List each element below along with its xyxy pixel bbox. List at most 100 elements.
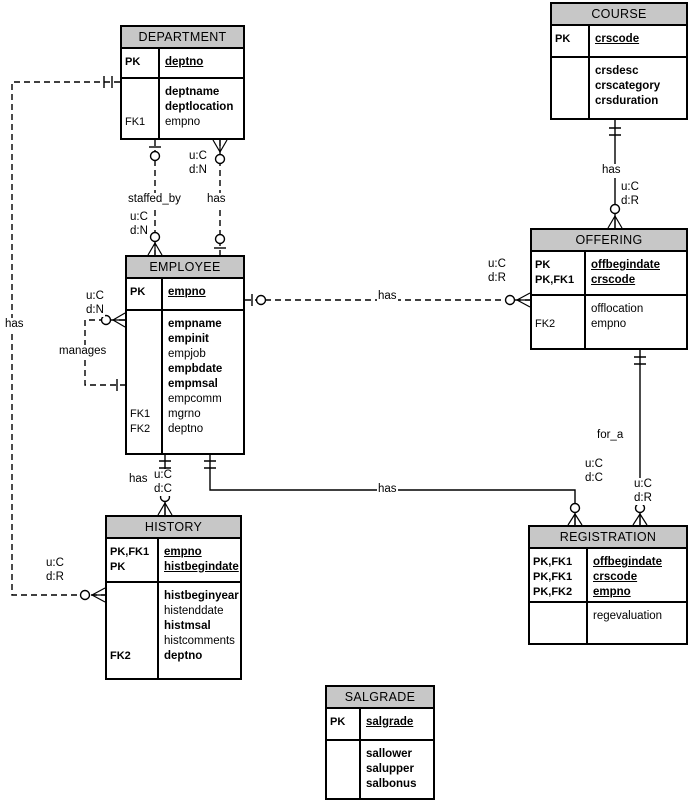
entity-title-course: COURSE: [552, 4, 686, 26]
attributes-section: regevaluation: [530, 603, 686, 643]
attribute-name: crscode: [595, 33, 640, 45]
attribute-name: deptno: [168, 423, 204, 435]
attribute-name: empbdate: [168, 363, 223, 375]
attribute-row-histenddate: histenddate: [107, 604, 240, 619]
attribute-name: mgrno: [168, 408, 201, 420]
relationship-label-staffed-by: staffed_by: [127, 193, 182, 207]
attribute-row-empbdate: empbdate: [127, 362, 243, 377]
attribute-row-deptname: deptname: [122, 85, 243, 100]
key-label: FK1: [130, 408, 151, 420]
attribute-name: offbegindate: [591, 259, 660, 271]
relationship-label-has-emp-history: has: [128, 473, 149, 487]
attribute-row-histcomments: histcomments: [107, 634, 240, 649]
attribute-name: histbegindate: [164, 561, 239, 573]
attribute-name: empinit: [168, 333, 209, 345]
relationship-label-has-dept-boss: has: [206, 193, 227, 207]
key-label: PK: [535, 259, 551, 271]
attribute-name: salgrade: [366, 716, 414, 728]
attribute-name: crsdesc: [595, 65, 639, 77]
attribute-row-salbonus: salbonus: [327, 777, 433, 792]
attribute-name: crscode: [591, 274, 636, 286]
entity-title-offering: OFFERING: [532, 230, 686, 252]
attribute-name: crsduration: [595, 95, 659, 107]
attribute-name: crscategory: [595, 80, 661, 92]
relationship-label-has-emp-registration: has: [377, 483, 398, 497]
key-column-divider: [161, 279, 163, 453]
key-label: PK,FK1: [533, 556, 573, 568]
key-column-divider: [157, 539, 159, 678]
attribute-row-empinit: empinit: [127, 332, 243, 347]
attribute-name: salupper: [366, 763, 414, 775]
attribute-name: empno: [593, 586, 631, 598]
attribute-name: histmsal: [164, 620, 211, 632]
key-label: FK2: [535, 318, 556, 330]
attribute-row-salgrade: PK salgrade: [327, 715, 433, 730]
attribute-name: empjob: [168, 348, 206, 360]
attributes-section: sallower salupper salbonus: [327, 741, 433, 798]
attribute-row-crsdesc: crsdesc: [552, 64, 686, 79]
attribute-name: deptno: [165, 56, 204, 68]
entity-title-history: HISTORY: [107, 517, 240, 539]
attribute-name: salbonus: [366, 778, 417, 790]
relationship-label-ucdn-staffed-by: u:C d:N: [129, 211, 149, 238]
relationship-label-has-course-offering: has: [601, 164, 622, 178]
key-label: PK,FK2: [533, 586, 573, 598]
relationship-label-ucdr-course-offering: u:C d:R: [620, 181, 640, 208]
attribute-row-empno: FK2 empno: [532, 317, 686, 332]
attribute-name: histcomments: [164, 635, 235, 647]
key-label: PK: [130, 286, 146, 298]
attribute-row-empno: PK,FK2 empno: [530, 585, 686, 600]
attribute-name: empmsal: [168, 378, 218, 390]
attributes-section: crsdesc crscategory crsduration: [552, 58, 686, 118]
key-label: PK,FK1: [533, 571, 573, 583]
attribute-name: offlocation: [591, 303, 644, 315]
entity-title-department: DEPARTMENT: [122, 27, 243, 49]
key-label: PK: [125, 56, 141, 68]
attribute-row-deptno: PK deptno: [122, 55, 243, 70]
attribute-name: sallower: [366, 748, 413, 760]
relationship-department-has-boss-line: [212, 139, 228, 255]
relationship-label-ucdn-manages: u:C d:N: [85, 290, 105, 317]
attribute-name: empno: [165, 116, 201, 128]
attribute-name: empname: [168, 318, 222, 330]
attribute-name: empno: [591, 318, 627, 330]
attribute-name: histbeginyear: [164, 590, 239, 602]
attribute-row-empname: empname: [127, 317, 243, 332]
relationship-label-ucdr-offering-registration: u:C d:R: [633, 478, 653, 505]
attribute-row-empno: FK1 empno: [122, 115, 243, 130]
relationship-label-ucdc-emp-registration: u:C d:C: [584, 458, 604, 485]
primary-key-section: PK salgrade: [327, 709, 433, 741]
attribute-name: deptname: [165, 86, 220, 98]
key-label: FK1: [125, 116, 146, 128]
key-label: PK: [330, 716, 346, 728]
entity-body: PK salgrade sallower salupper salbonus: [327, 709, 433, 798]
key-column-divider: [588, 26, 590, 118]
attribute-row-crscategory: crscategory: [552, 79, 686, 94]
